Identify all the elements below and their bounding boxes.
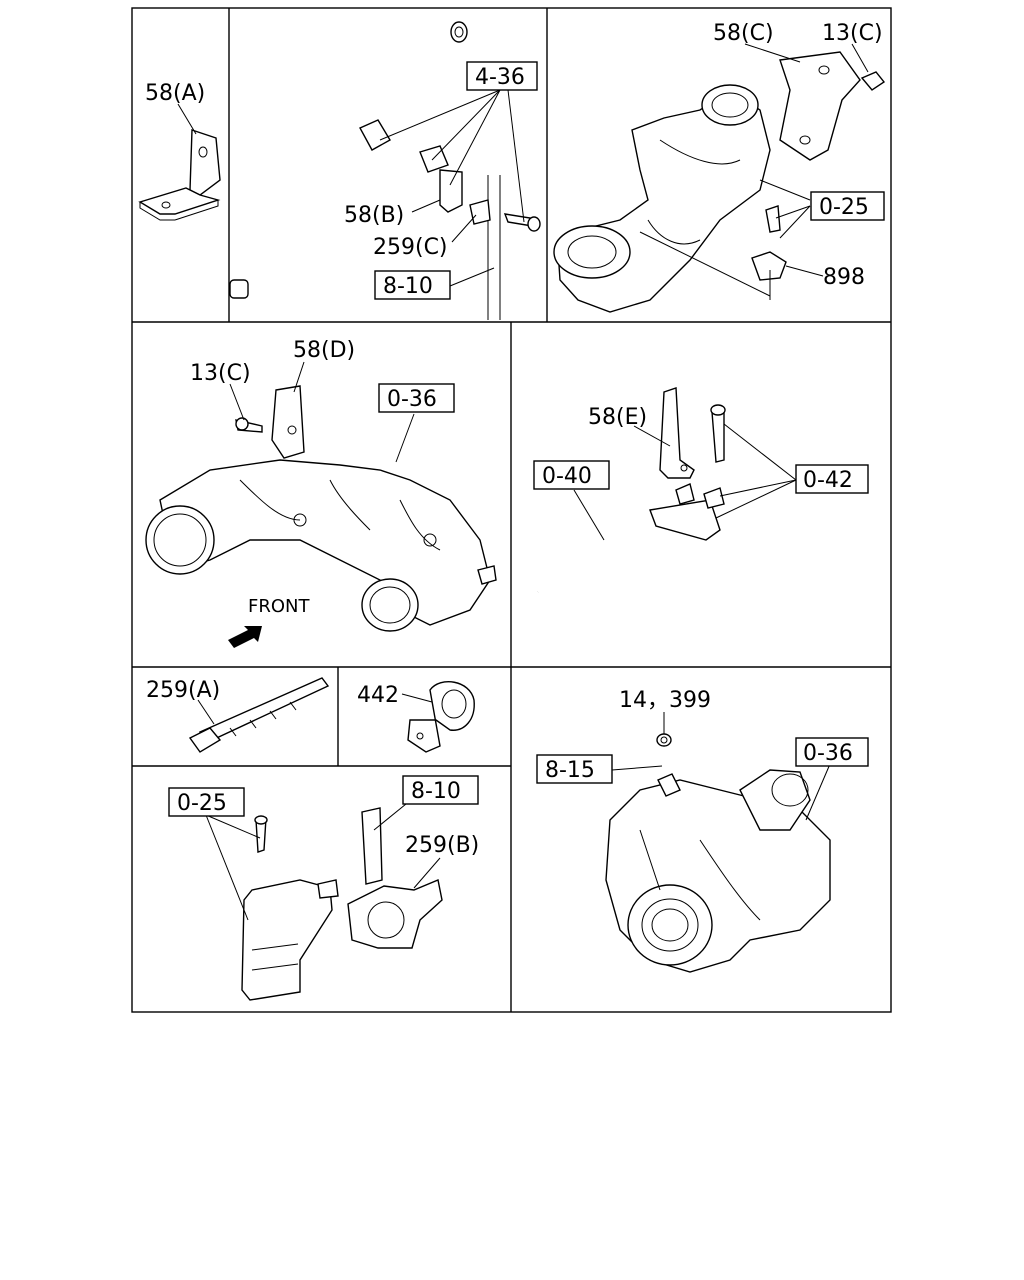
panel-bracket-58a: 58(A) [138,81,221,221]
front-arrow-icon [228,626,262,648]
panel-intake-pipe: 58(D) 13(C) 0-36 FRONT [145,338,497,648]
panel-pipe-clips: 4-36 58(B) 259(C) 8-10 [229,21,541,320]
panel-hose-bracket: 58(E) 0-40 0-42 [533,387,869,594]
cable-tie-drawing [188,677,330,753]
ref-box-0-25-bottom [168,787,245,817]
intake-pipe-drawing [145,385,497,632]
panel-clamp: 442 [357,681,475,753]
leader-lines-p9 [611,712,831,821]
ref-0-25-top: 0-25 [819,195,869,220]
label-259a: 259(A) [146,678,220,703]
label-14-399: 14，399 [619,688,711,713]
ref-0-25-bottom: 0-25 [177,791,227,816]
panel-sensor-hose: 0-25 8-10 259(B) [168,775,479,1001]
label-58b: 58(B) [344,203,404,228]
label-58c: 58(C) [713,21,774,46]
leader-lines-p5 [573,423,797,541]
label-13c-top: 13(C) [822,21,883,46]
clamp-drawing [407,681,475,753]
panel-grid [131,7,892,1013]
leader-lines-p4 [229,361,415,463]
ref-0-42: 0-42 [803,468,853,493]
label-front: FRONT [248,596,310,617]
ref-8-10-top: 8-10 [383,274,433,299]
label-58e: 58(E) [588,405,647,430]
label-58a: 58(A) [145,81,205,106]
label-259c: 259(C) [373,235,448,260]
leader-lines [379,89,525,287]
panel-turbocharger: 14，399 8-15 0-36 [536,688,869,973]
ref-0-36-mid: 0-36 [387,387,437,412]
hose-bracket-drawing [536,387,726,594]
ref-box-0-42 [795,464,869,494]
ref-0-36-bottom: 0-36 [803,741,853,766]
ref-8-10-bottom: 8-10 [411,779,461,804]
label-13c-mid: 13(C) [190,361,251,386]
ref-box-0-36-mid [378,383,455,413]
leader-lines-p8 [205,803,441,921]
leader-lines-p3 [639,43,869,297]
label-58d: 58(D) [293,338,355,363]
label-442: 442 [357,683,399,708]
panel-cable-tie: 259(A) [146,677,330,753]
ref-4-36: 4-36 [475,65,525,90]
pipe-drawing [229,21,541,320]
label-259b: 259(B) [405,833,479,858]
ref-8-15: 8-15 [545,758,595,783]
panel-elbow-sensor: 58(C) 13(C) 0-25 898 [553,21,886,313]
ref-box-0-40 [533,460,610,490]
ref-box-0-25-top [810,191,885,221]
ref-box-8-10-bottom [402,775,479,805]
label-898: 898 [823,265,865,290]
ref-box-4-36 [466,61,538,91]
bracket-58a-drawing [138,129,221,221]
turbocharger-drawing [605,733,831,973]
ref-0-40: 0-40 [542,464,592,489]
ref-box-0-36-bottom [795,737,869,767]
ref-box-8-10-top [374,270,451,300]
elbow-drawing [553,51,886,313]
ref-box-8-15 [536,754,613,784]
